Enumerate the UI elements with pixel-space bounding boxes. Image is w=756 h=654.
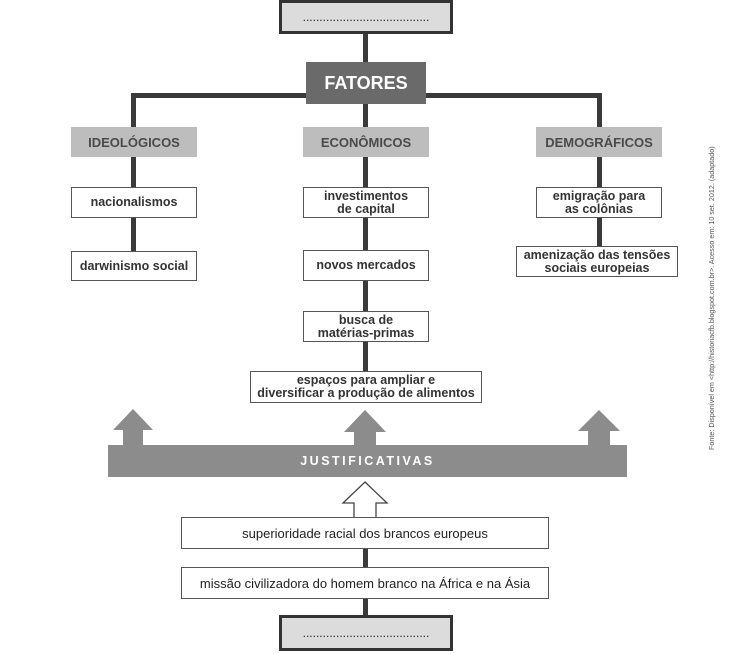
box-espacos-line1: espaços para ampliar e [296,373,436,387]
source-caption: Fonte: Disponível em <http://historiacfb… [707,146,716,450]
box-busca-materias-primas: busca de matérias-primas [303,311,429,342]
box-amenizacao-tensoes: amenização das tensões sociais europeias [516,246,678,277]
box-busca-line1: busca de [338,312,394,327]
category-economicos: ECONÔMICOS [303,127,429,157]
category-economicos-label: ECONÔMICOS [320,134,412,150]
connector-to-bottom-slot [363,598,368,616]
box-investimentos-line2: de capital [337,201,395,216]
box-investimentos: investimentos de capital [303,187,429,218]
arrow-up-left-icon [113,409,153,446]
box-missao-civilizadora: missão civilizadora do homem branco na Á… [181,567,549,599]
connector-left-drop [131,93,136,128]
top-blank-slot[interactable]: ...................................... [279,0,453,34]
justificativas-label: JUSTIFICATIVAS [300,454,435,468]
box-nacionalismos-text: nacionalismos [90,195,178,209]
box-amenizacao-line2: sociais europeias [544,260,650,275]
category-ideologicos-label: IDEOLÓGICOS [88,134,180,150]
box-emigracao-line1: emigração para [552,188,646,203]
arrow-up-center-icon [344,410,386,446]
box-espacos-line2: diversificar a produção de alimentos [257,386,475,400]
box-superioridade-racial: superioridade racial dos brancos europeu… [181,517,549,549]
top-blank-text: ...................................... [302,10,430,24]
arrow-up-right-icon [578,410,620,446]
box-darwinismo-social-text: darwinismo social [79,258,189,273]
box-emigracao-colonias: emigração para as colônias [536,187,662,218]
box-emigracao-line2: as colônias [564,201,634,216]
box-amenizacao-line1: amenização das tensões [523,247,671,262]
bottom-blank-slot[interactable]: ...................................... [279,615,453,651]
bottom-blank-text: ...................................... [302,626,430,640]
box-novos-mercados: novos mercados [303,250,429,281]
box-espacos-producao-alimentos: espaços para ampliar e diversificar a pr… [250,371,482,403]
connector-justificativas-chain [363,548,368,568]
connector-top-to-fatores [363,33,368,63]
box-missao-text: missão civilizadora do homem branco na Á… [199,575,531,591]
box-novos-mercados-text: novos mercados [316,258,416,272]
box-nacionalismos: nacionalismos [71,187,197,218]
connector-right-drop [597,93,602,128]
box-busca-line2: matérias-primas [317,325,415,340]
fatores-label: FATORES [324,72,408,93]
fatores-box: FATORES [306,62,426,104]
box-investimentos-line1: investimentos [323,188,409,203]
box-superioridade-text: superioridade racial dos brancos europeu… [242,525,488,541]
justificativas-bar: JUSTIFICATIVAS [108,445,627,477]
connector-fatores-to-economicos [363,104,368,128]
box-darwinismo-social: darwinismo social [71,251,197,281]
category-demograficos-label: DEMOGRÁFICOS [545,134,653,150]
category-ideologicos: IDEOLÓGICOS [71,127,197,157]
arrow-up-outline-icon [341,481,389,519]
category-demograficos: DEMOGRÁFICOS [536,127,662,157]
